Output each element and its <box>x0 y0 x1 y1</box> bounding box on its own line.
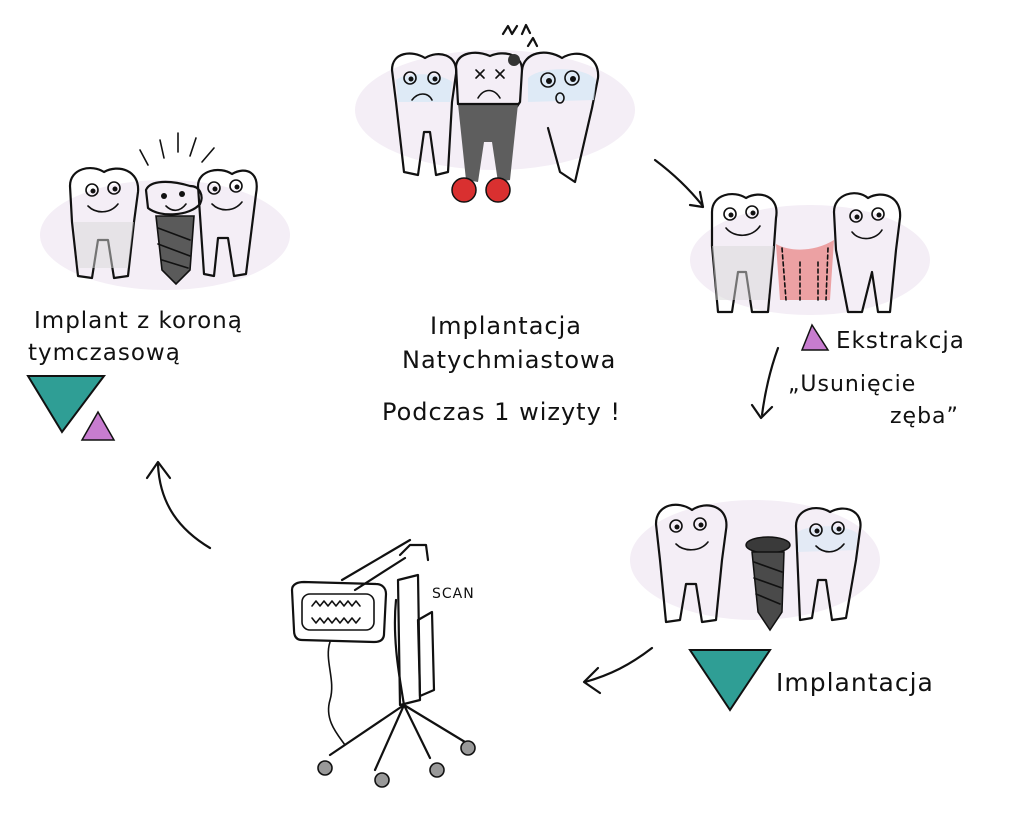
cycle-arrow-icon <box>750 346 780 420</box>
extraction-label: Ekstrakcja <box>836 328 965 354</box>
extraction-note-line2: zęba” <box>890 404 959 429</box>
cycle-arrow-icon <box>145 460 212 550</box>
center-subtitle: Podczas 1 wizyty ! <box>382 398 622 426</box>
center-title-line2: Natychmiastowa <box>402 346 617 374</box>
implantation-label: Implantacja <box>776 668 934 697</box>
temporary-crown-line1: Implant z koroną <box>34 308 243 334</box>
center-title-line1: Implantacja <box>430 312 582 340</box>
temporary-crown-line2: tymczasową <box>28 340 181 366</box>
scan-label: SCAN <box>432 586 475 602</box>
extraction-note-line1: „Usunięcie <box>788 372 917 397</box>
cycle-arrow-icon <box>582 646 654 695</box>
cycle-arrow-icon <box>653 158 705 209</box>
